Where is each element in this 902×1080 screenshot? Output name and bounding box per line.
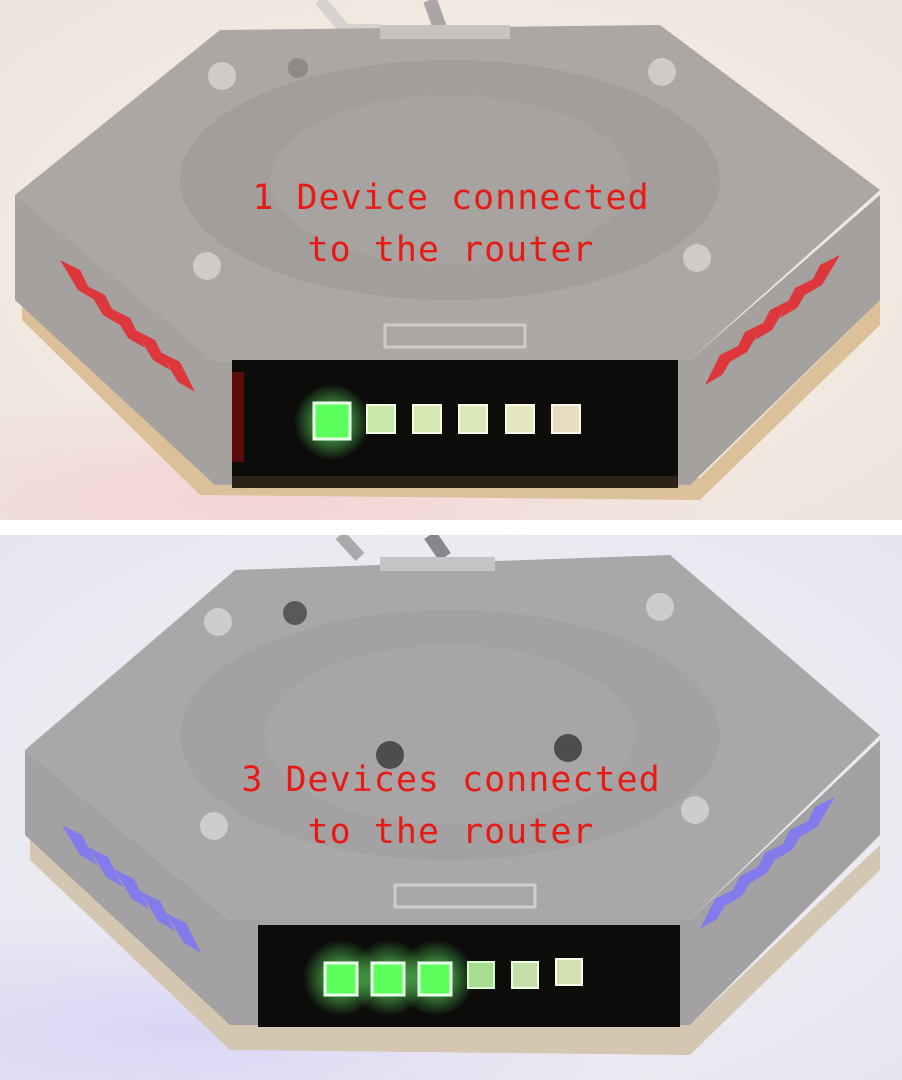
- led-1-lit: [312, 401, 352, 441]
- router-photo-bottom: [0, 535, 902, 1080]
- photo-bottom-router-three-devices: 3 Devices connected to the router: [0, 535, 902, 1080]
- led-3: [412, 404, 442, 434]
- caption-three-devices: 3 Devices connected to the router: [241, 760, 661, 852]
- led-2-lit: [370, 961, 406, 997]
- led-4: [458, 404, 488, 434]
- led-5: [511, 961, 539, 989]
- led-6: [555, 958, 583, 986]
- router-photo-top: [0, 0, 902, 520]
- led-1-lit: [323, 961, 359, 997]
- panel-divider: [0, 520, 902, 535]
- caption-one-device: 1 Device connected to the router: [252, 178, 650, 270]
- led-2: [366, 404, 396, 434]
- led-3-lit: [417, 961, 453, 997]
- photo-top-router-one-device: 1 Device connected to the router: [0, 0, 902, 520]
- led-6: [551, 404, 581, 434]
- led-5: [505, 404, 535, 434]
- led-4: [467, 961, 495, 989]
